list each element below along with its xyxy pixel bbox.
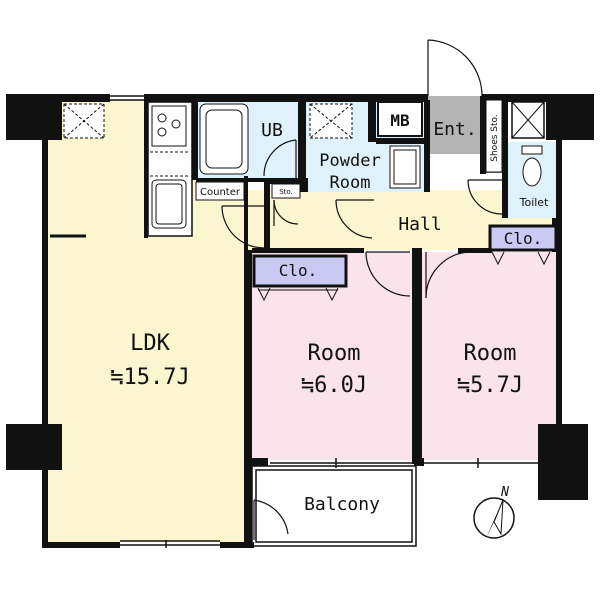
- room1-size: ≒6.0J: [301, 373, 367, 398]
- doors: [221, 39, 503, 540]
- hall-label: Hall: [398, 214, 441, 235]
- north-arrow-icon: N: [473, 485, 515, 539]
- bathtub-icon: [199, 103, 249, 175]
- balcony-label: Balcony: [304, 494, 380, 515]
- counter-box: [195, 181, 245, 201]
- vanity-icon: [389, 145, 421, 189]
- sto-box: [271, 183, 301, 199]
- shoes-storage: [485, 99, 503, 173]
- sink-icon: [151, 179, 187, 229]
- clo1-label: Clo.: [279, 261, 318, 280]
- bath-fixtures: [195, 99, 545, 201]
- counter-label: Counter: [200, 187, 241, 198]
- powder-label-2: Room: [330, 173, 371, 193]
- closets: [252, 224, 558, 302]
- closet-hall: [488, 224, 558, 252]
- room2-area: [422, 252, 558, 460]
- ldk-size: ≒15.7J: [110, 365, 189, 390]
- mb-box: [377, 101, 423, 137]
- toilet-icon: [521, 145, 543, 187]
- balcony-area: [254, 466, 418, 548]
- kitchen: [63, 101, 193, 237]
- room1-label: Room: [308, 341, 361, 366]
- stove-icon: [151, 105, 187, 147]
- shaft-box: [511, 101, 545, 139]
- room2-size: ≒5.7J: [457, 373, 523, 398]
- column-top-left: [6, 94, 62, 140]
- entrance-area: [428, 96, 482, 154]
- room2-label: Room: [464, 341, 517, 366]
- closet-room1: [252, 254, 348, 288]
- north-label: N: [500, 485, 509, 500]
- column-left-mid: [6, 424, 62, 470]
- column-right-mid: [538, 424, 588, 500]
- labels: LDK ≒15.7J Room ≒6.0J Room ≒5.7J Balcony…: [110, 111, 549, 515]
- clo2-label: Clo.: [504, 229, 543, 248]
- walls: [6, 94, 594, 548]
- thin-walls: [50, 95, 538, 548]
- powder-label-1: Powder: [319, 151, 380, 171]
- ub-label: UB: [261, 120, 283, 141]
- toilet-label: Toilet: [519, 196, 549, 209]
- mb-label: MB: [390, 111, 410, 130]
- shoes-label: Shoes Sto.: [490, 114, 500, 161]
- washing-machine-space: [309, 103, 353, 139]
- sto-label: Sto.: [279, 188, 293, 196]
- ldk-label: LDK: [130, 331, 170, 356]
- fridge-space: [63, 103, 105, 139]
- column-top-right: [546, 94, 594, 140]
- entrance-label: Ent.: [433, 119, 476, 140]
